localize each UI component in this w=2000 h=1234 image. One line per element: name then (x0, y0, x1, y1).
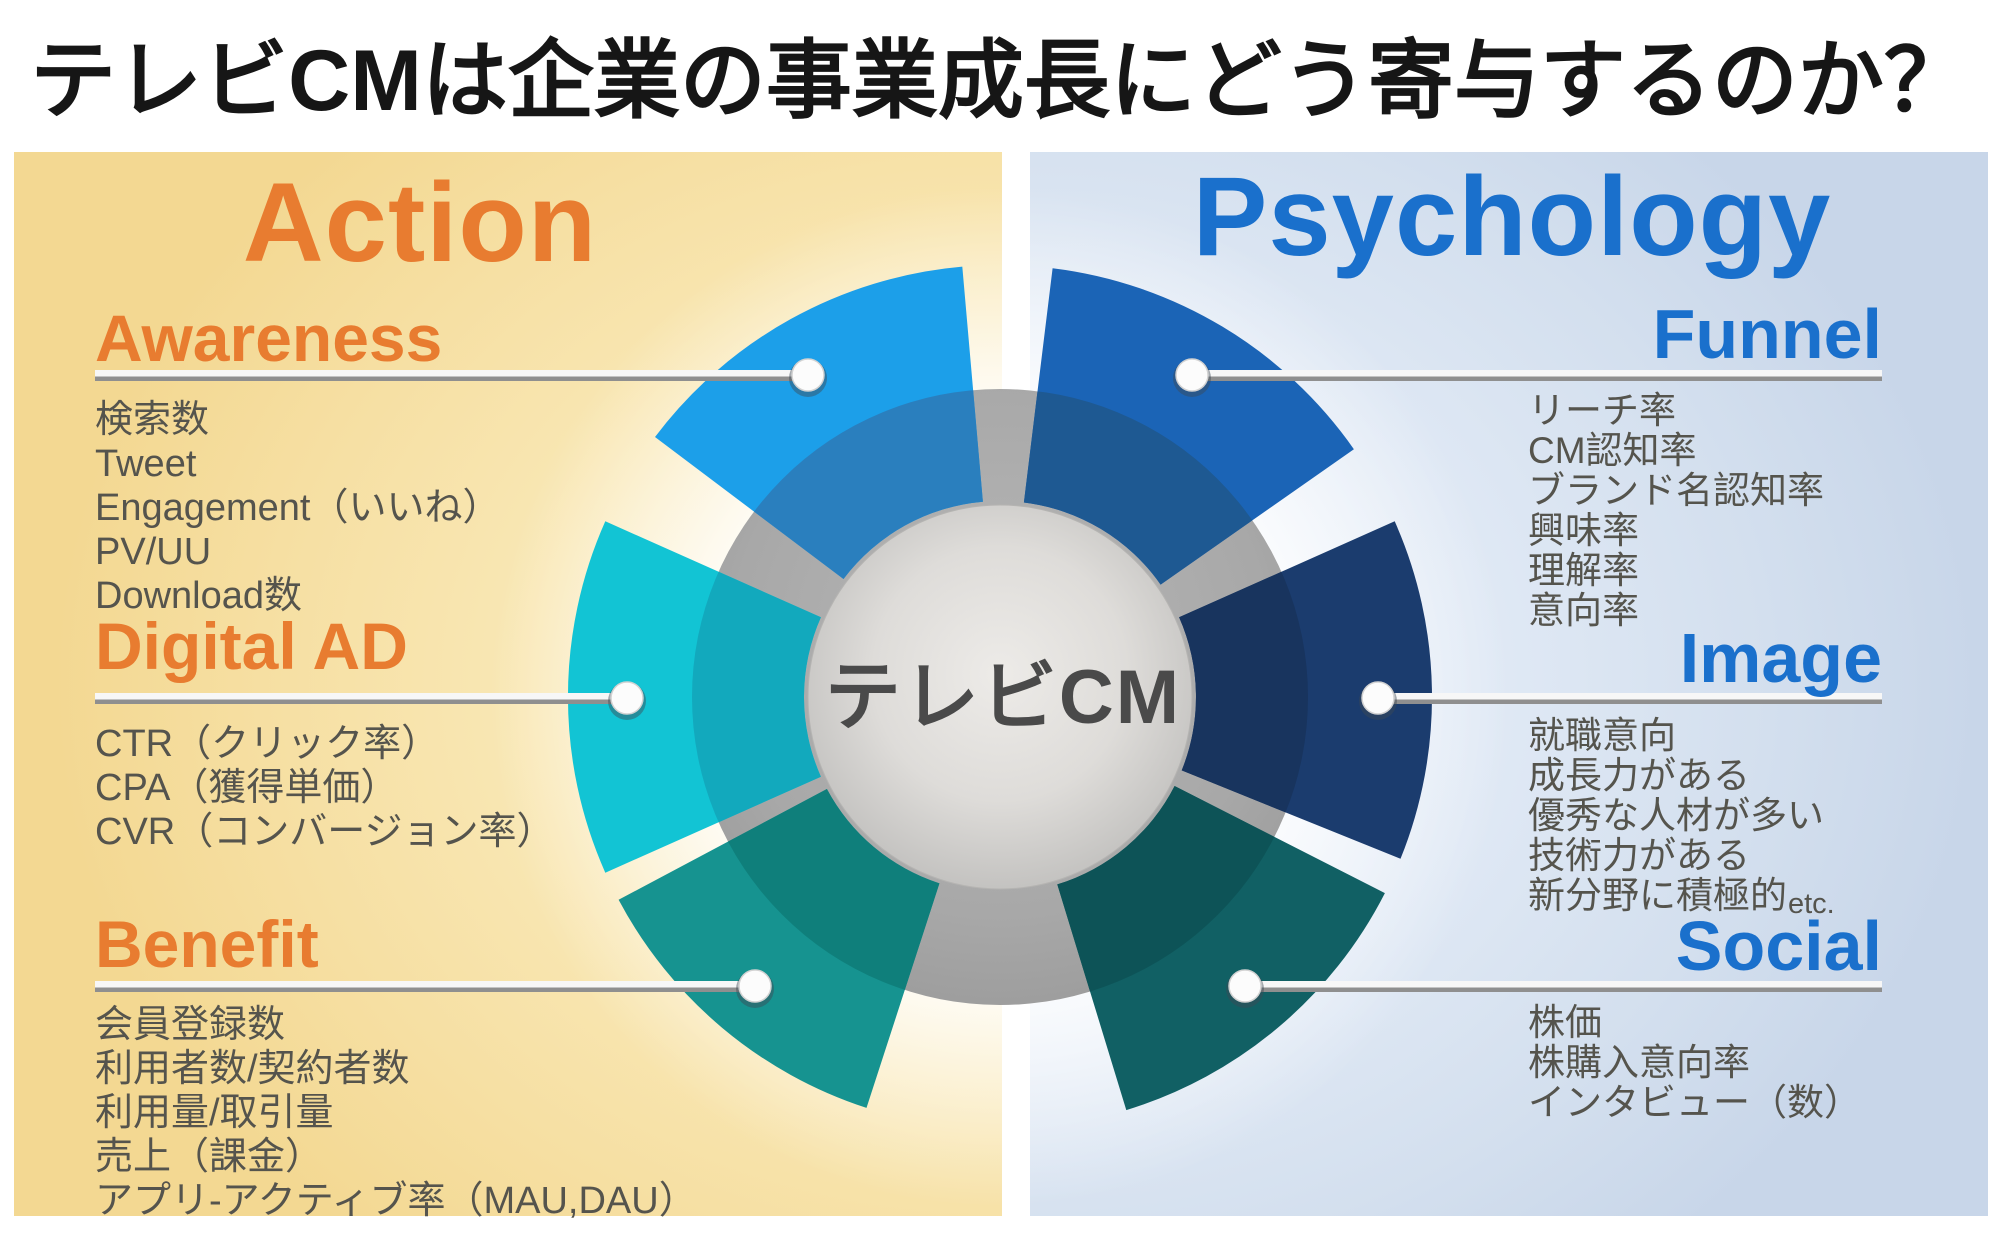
page-title: テレビCMは企業の事業成長にどう寄与するのか？ (30, 33, 1970, 129)
connector-line-benefit (95, 987, 755, 992)
connector-line-funnel (1192, 370, 1882, 377)
center-label: テレビCM (825, 655, 1181, 740)
connector-line-image (1378, 699, 1882, 704)
connector-line-digital-ad (95, 699, 627, 704)
petal-image-shaded (1179, 521, 1308, 859)
connector-lines (95, 358, 1882, 1008)
connector-dot-image (1361, 681, 1395, 715)
connector-dot-awareness (791, 358, 825, 392)
connector-line-funnel (1192, 376, 1882, 381)
connector-line-benefit (95, 981, 755, 988)
connector-line-awareness (95, 370, 808, 377)
connector-line-social (1245, 981, 1882, 988)
connector-dot-digital-ad (610, 681, 644, 715)
connector-dot-social (1228, 969, 1262, 1003)
connector-line-social (1245, 987, 1882, 992)
connector-line-digital-ad (95, 693, 627, 700)
connector-line-awareness (95, 376, 808, 381)
petal-digital-ad-shaded (692, 521, 821, 873)
connector-dot-funnel (1175, 358, 1209, 392)
connector-line-image (1378, 693, 1882, 700)
connector-dot-benefit (738, 969, 772, 1003)
center-hub (807, 504, 1193, 890)
